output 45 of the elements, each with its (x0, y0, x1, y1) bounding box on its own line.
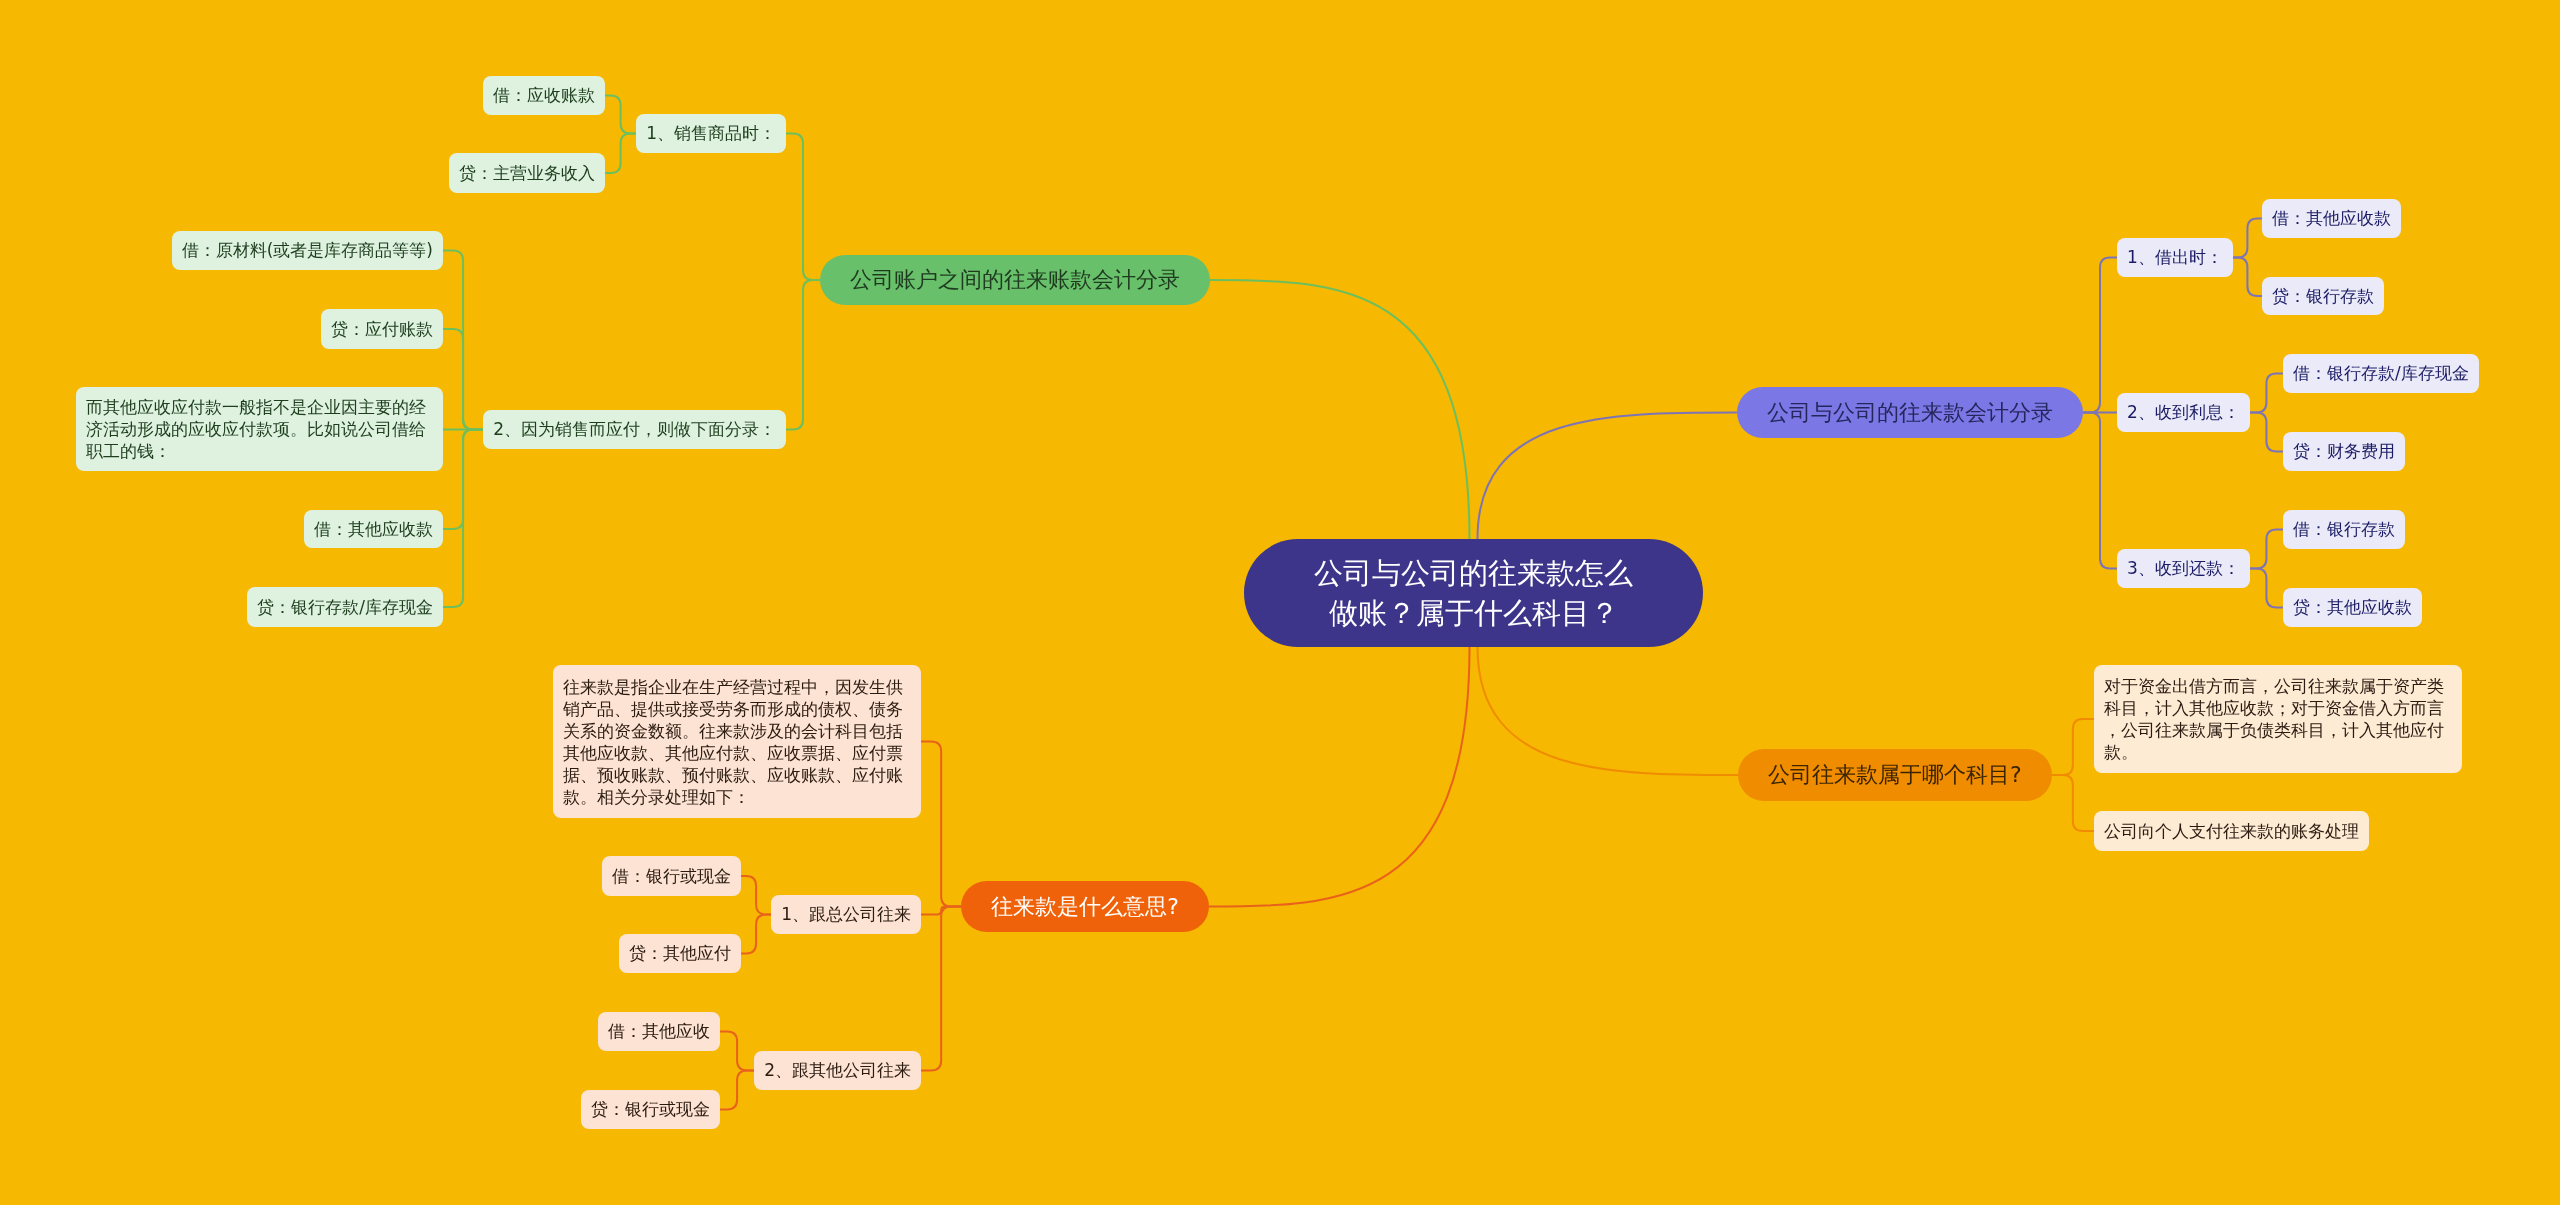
branch-line (1209, 279, 1471, 540)
subtopic: 贷：银行存款 (2262, 277, 2384, 315)
subtopic: 3、收到还款： (2117, 549, 2250, 588)
branch-topic: 公司账户之间的往来账款会计分录 (820, 255, 1210, 305)
subtopic: 贷：主营业务收入 (449, 153, 605, 193)
subtopic: 1、跟总公司往来 (771, 895, 921, 934)
branch-line (2050, 774, 2095, 832)
subtopic: 借：其他应收款 (304, 510, 443, 548)
subtopic: 借：银行存款 (2283, 510, 2405, 549)
branch-line (920, 905, 963, 1072)
subtopic: 2、收到利息： (2117, 393, 2250, 432)
subtopic: 贷：银行存款/库存现金 (247, 587, 443, 627)
subtopic: 借：原材料(或者是库存商品等等) (171, 231, 443, 270)
subtopic: 2、因为销售而应付，则做下面分录： (483, 410, 786, 449)
subtopic: 借：银行或现金 (602, 856, 741, 896)
branch-line (2248, 567, 2284, 609)
note-box: 而其他应收应付款一般指不是企业因主要的经济活动形成的应收应付款项。比如说公司借给职工的钱： (76, 387, 443, 471)
subtopic: 1、借出时： (2117, 238, 2233, 277)
branch-line (604, 132, 638, 174)
subtopic: 贷：应付账款 (321, 309, 443, 349)
branch-line (2231, 256, 2263, 297)
branch-line (740, 913, 773, 955)
subtopic: 贷：银行或现金 (581, 1090, 720, 1129)
subtopic: 借：其他应收 (598, 1012, 720, 1051)
branch-line (1476, 411, 1738, 540)
branch-line (442, 428, 485, 608)
branch-topic: 公司往来款属于哪个科目? (1738, 749, 2052, 801)
subtopic: 贷：其他应收款 (2283, 588, 2422, 627)
branch-topic: 公司与公司的往来款会计分录 (1737, 387, 2083, 438)
note-box: 对于资金出借方而言，公司往来款属于资产类科目，计入其他应收款；对于资金借入方而言，公司往来款属于负债类科目，计入其他应付款。 (2094, 665, 2462, 773)
subtopic: 贷：财务费用 (2283, 432, 2405, 471)
branch-line (2248, 411, 2284, 453)
note-box: 往来款是指企业在生产经营过程中，因发生供销产品、提供或接受劳务而形成的债权、债务关系的资金数额。往来款涉及的会计科目包括其他应收款、其他应付款、应收票据、应付票据、预收账款、预付账款、应收账款、应付账款。相关分录处理如下： (553, 665, 921, 818)
subtopic: 借：银行存款/库存现金 (2283, 354, 2479, 393)
subtopic: 借：其他应收款 (2262, 199, 2401, 238)
subtopic: 贷：其他应付 (619, 934, 741, 973)
subtopic: 1、销售商品时： (636, 114, 786, 153)
branch-line (1476, 646, 1739, 776)
subtopic: 借：应收账款 (483, 76, 605, 115)
subtopic: 公司向个人支付往来款的账务处理 (2094, 811, 2369, 851)
central-topic: 公司与公司的往来款怎么做账？属于什么科目？ (1244, 539, 1703, 647)
subtopic: 2、跟其他公司往来 (754, 1051, 921, 1090)
branch-line (1208, 646, 1471, 908)
branch-line (719, 1069, 756, 1111)
branch-topic: 往来款是什么意思? (961, 881, 1209, 932)
